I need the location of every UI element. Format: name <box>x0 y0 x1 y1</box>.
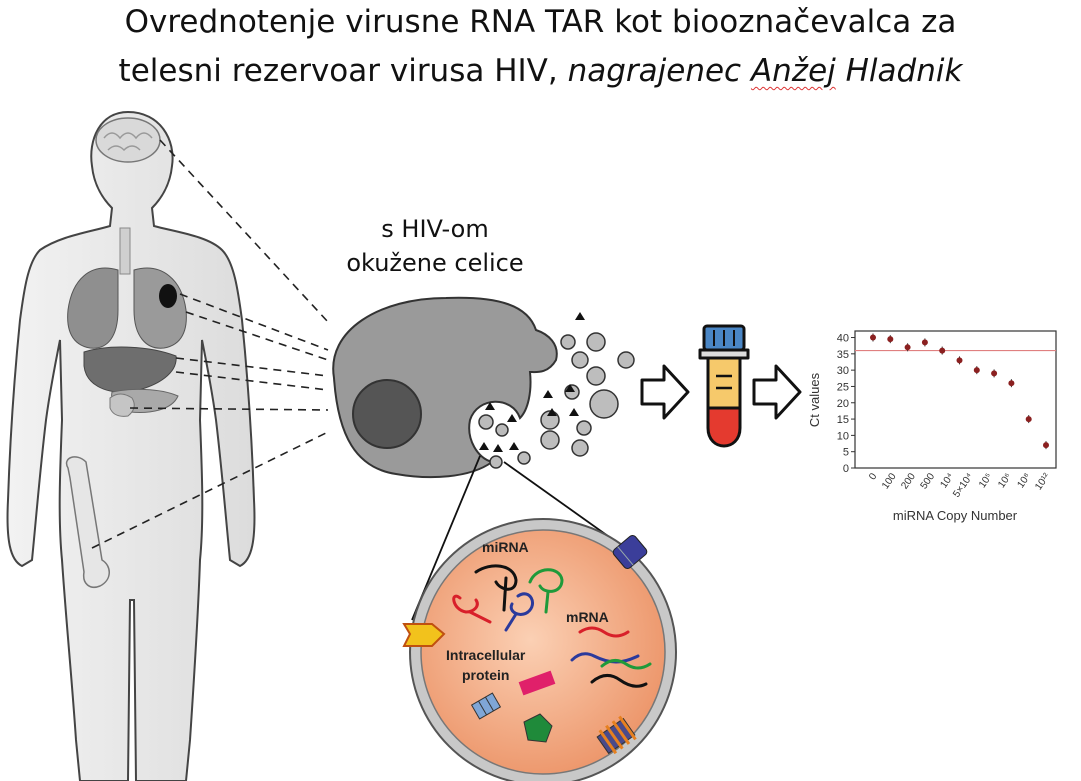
chart-data-point <box>1008 380 1015 387</box>
budding-exosomes <box>478 414 509 437</box>
pancreas-organ <box>109 393 135 417</box>
arrow-to-chart <box>752 364 802 420</box>
infected-cells-label: s HIV-om okužene celice <box>330 212 540 280</box>
chart-data-point <box>921 339 928 346</box>
chart-x-tick-label: 0 <box>867 471 879 482</box>
protein-green <box>523 713 553 743</box>
chart-x-tick-label: 10⁸ <box>1015 471 1033 490</box>
liver-organ <box>83 346 177 393</box>
chart-data-points <box>870 333 1049 450</box>
protein-label-line-2: protein <box>462 667 509 683</box>
protein-blue <box>470 692 502 720</box>
mirna-label: miRNA <box>482 539 529 555</box>
human-body-illustration <box>6 110 256 781</box>
membrane-protein-arrow <box>402 623 446 647</box>
chart-y-tick-label: 25 <box>837 381 849 393</box>
tube-body-blood <box>706 406 742 448</box>
heart-organ <box>159 284 177 308</box>
chart-y-tick-label: 5 <box>843 447 849 459</box>
mrna-label: mRNA <box>566 609 609 625</box>
chart-data-point <box>939 347 946 354</box>
chart-x-tick-label: 10¹² <box>1033 471 1053 492</box>
chart-data-point <box>1025 416 1032 423</box>
brain-organ <box>95 117 161 163</box>
chart-y-tick-label: 40 <box>837 333 849 345</box>
membrane-protein-cylinder <box>612 534 648 570</box>
chart-x-tick-label: 10⁴ <box>938 471 956 490</box>
chart-y-tick-label: 20 <box>837 398 849 410</box>
chart-data-point <box>956 357 963 364</box>
arrow-to-tube <box>640 364 690 420</box>
membrane-protein-striped <box>596 715 637 755</box>
chart-x-axis-label: miRNA Copy Number <box>893 508 1018 523</box>
infected-cells-label-line-1: s HIV-om <box>381 215 489 243</box>
chart-y-tick-label: 15 <box>837 414 849 426</box>
mirna-molecules <box>452 564 564 632</box>
blood-sample-tube <box>698 324 750 448</box>
chart-data-point <box>991 370 998 377</box>
tube-body-serum <box>706 356 742 410</box>
protein-label-line-1: Intracellular <box>446 647 526 663</box>
chart-x-tick-label: 500 <box>919 471 938 491</box>
budding-triangles <box>479 402 519 452</box>
chart-plot-frame <box>854 330 1057 469</box>
title-line-1-text: Ovrednotenje virusne RNA TAR kot bioozna… <box>124 4 957 40</box>
released-triangles <box>543 312 585 416</box>
chart-y-tick-label: 10 <box>837 430 849 442</box>
chart-y-axis-label: Ct values <box>807 372 822 427</box>
chart-data-point <box>887 336 894 343</box>
chart-y-axis-ticks: 0 5 10 15 20 25 30 35 40 <box>837 333 855 475</box>
title-awardee-last-name: Hladnik <box>835 53 963 89</box>
title-line-2-prefix: telesni rezervoar virusa HIV, <box>118 53 568 89</box>
chart-x-tick-label: 200 <box>899 471 918 491</box>
body-outline <box>6 110 256 781</box>
title-line-1: Ovrednotenje virusne RNA TAR kot bioozna… <box>0 4 1081 40</box>
cell-nucleus <box>352 379 422 449</box>
chart-x-tick-label: 10⁵ <box>977 471 995 490</box>
infected-cell <box>332 296 558 479</box>
chart-data-point <box>1043 442 1049 449</box>
lungs-organ <box>67 267 119 349</box>
released-exosomes <box>489 332 635 469</box>
organ-connector-lines <box>91 139 329 549</box>
title-line-2-italic: nagrajenec <box>567 53 751 89</box>
chart-data-point <box>904 344 911 351</box>
exosome-vesicle: miRNA mRNA Intracellular protein <box>402 518 677 781</box>
chart-x-tick-label: 100 <box>880 471 899 491</box>
chart-y-tick-label: 30 <box>837 365 849 377</box>
chart-y-tick-label: 35 <box>837 349 849 361</box>
protein-pink <box>518 670 556 696</box>
chart-y-tick-label: 0 <box>843 463 849 475</box>
infected-cells-label-line-2: okužene celice <box>346 249 524 277</box>
chart-data-point <box>870 334 876 341</box>
title-line-2: telesni rezervoar virusa HIV, nagrajenec… <box>0 53 1081 89</box>
chart-x-tick-label: 10⁶ <box>996 471 1014 490</box>
title-awardee-first-name: Anžej <box>750 53 836 89</box>
femur-bone <box>65 456 110 588</box>
chart-data-point <box>973 367 980 374</box>
mrna-molecules <box>570 626 652 688</box>
chart-x-tick-label: 5×10⁴ <box>951 471 975 499</box>
